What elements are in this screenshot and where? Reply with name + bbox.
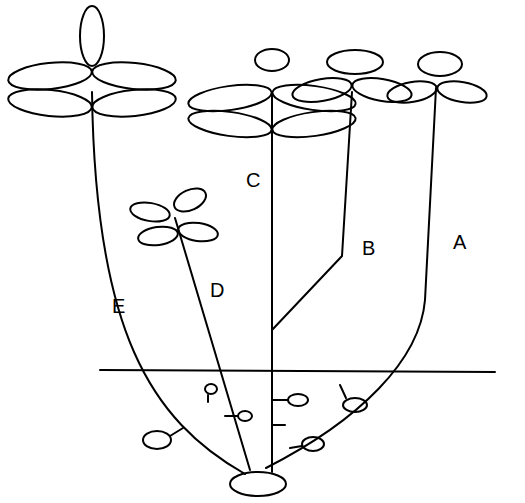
base-tuber (230, 472, 286, 496)
leaves-a (386, 52, 489, 106)
leaves-d (129, 184, 219, 248)
stem-b (272, 92, 352, 330)
callout-letter: B (362, 238, 375, 258)
callout-letter: D (210, 280, 224, 300)
callout-letter: E (112, 296, 125, 316)
leaves-e (7, 6, 177, 120)
stem-a (266, 88, 436, 468)
leaves-b (291, 50, 414, 106)
stem-d (175, 218, 250, 470)
stem-c (271, 92, 273, 472)
stem-e (92, 92, 245, 474)
callout-letter: A (453, 232, 466, 252)
root-nodules (143, 384, 367, 451)
leaves-c (187, 49, 358, 142)
ground-line (100, 370, 495, 372)
callout-letter: C (246, 170, 260, 190)
